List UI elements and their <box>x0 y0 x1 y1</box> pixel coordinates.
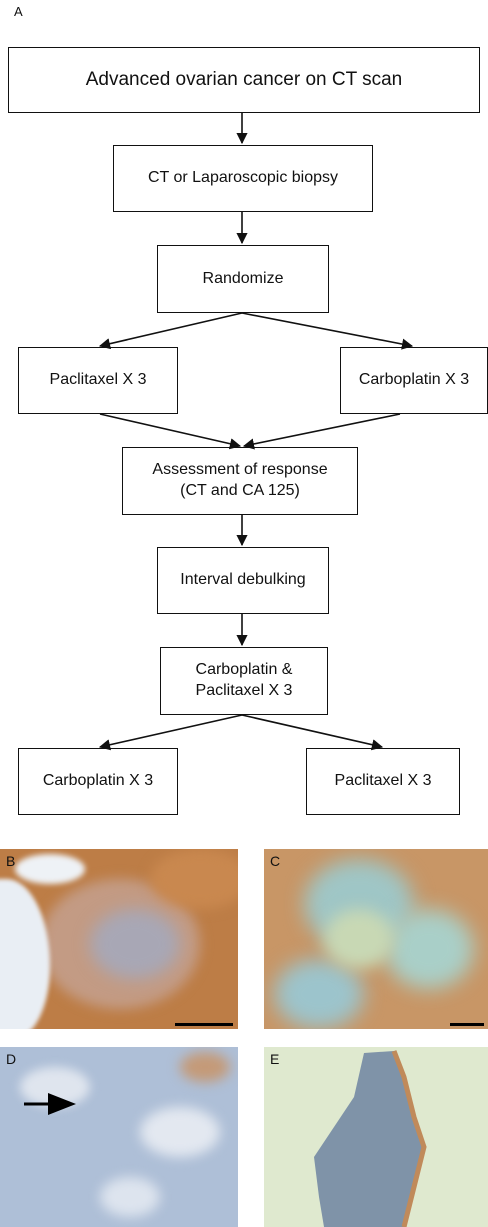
scale-bar <box>450 1023 484 1026</box>
flowchart-arrows <box>98 113 414 751</box>
box-paclitaxel-arm: Paclitaxel X 3 <box>18 347 178 414</box>
tissue-region <box>150 849 238 909</box>
tissue-region <box>274 959 364 1029</box>
box-paclitaxel-arm-text: Paclitaxel X 3 <box>49 371 147 389</box>
box-combination-text: Carboplatin & Paclitaxel X 3 <box>195 661 293 699</box>
panel-label-c: C <box>270 853 281 869</box>
panel-label-d: D <box>6 1051 17 1067</box>
box-carboplatin-arm: Carboplatin X 3 <box>340 347 488 414</box>
box-advanced-ovarian-cancer: Advanced ovarian cancer on CT scan <box>8 47 480 113</box>
tissue-fragment <box>314 1050 427 1227</box>
micrograph-b: B <box>0 849 238 1029</box>
arrow-pointer-head <box>48 1093 76 1115</box>
box-assessment: Assessment of response (CT and CA 125) <box>122 447 358 515</box>
micrograph-e: E <box>264 1047 488 1227</box>
box-biopsy: CT or Laparoscopic biopsy <box>113 145 373 212</box>
box-carboplatin-final: Carboplatin X 3 <box>18 748 178 815</box>
arrow-randomize-to-paclitaxel <box>98 312 243 350</box>
arrow-pointer <box>24 1093 76 1115</box>
lumen-space <box>0 879 50 1029</box>
panel-label-b: B <box>6 853 16 869</box>
box-paclitaxel-final: Paclitaxel X 3 <box>306 748 460 815</box>
scale-bar <box>175 1023 233 1026</box>
tissue-region <box>180 1052 230 1082</box>
box-randomize-text: Randomize <box>202 269 284 287</box>
arrow-combination-to-carboplatin <box>98 714 243 751</box>
micrograph-c: C <box>264 849 488 1029</box>
arrow-carboplatin-to-assessment <box>242 413 401 450</box>
box-biopsy-text: CT or Laparoscopic biopsy <box>147 169 339 187</box>
micrograph-d: D <box>0 1047 238 1227</box>
tissue-region <box>140 1107 220 1157</box>
arrow-randomize-to-carboplatin <box>241 312 414 350</box>
lumen-space <box>15 854 85 884</box>
tissue-region <box>90 909 180 979</box>
panel-label-e: E <box>270 1051 280 1067</box>
box-advanced-ovarian-cancer-text: Advanced ovarian cancer on CT scan <box>85 68 403 90</box>
panel-label-a: A <box>14 4 23 19</box>
box-paclitaxel-final-text: Paclitaxel X 3 <box>334 772 432 790</box>
box-carboplatin-arm-text: Carboplatin X 3 <box>358 371 470 389</box>
box-carboplatin-final-text: Carboplatin X 3 <box>42 772 154 790</box>
tissue-region <box>100 1177 160 1217</box>
box-assessment-text: Assessment of response (CT and CA 125) <box>152 461 328 499</box>
tissue-region <box>384 909 474 989</box>
box-interval-debulking-text: Interval debulking <box>180 571 306 589</box>
box-randomize: Randomize <box>157 245 329 313</box>
box-interval-debulking: Interval debulking <box>157 547 329 614</box>
arrow-paclitaxel-to-assessment <box>99 413 242 450</box>
box-combination: Carboplatin & Paclitaxel X 3 <box>160 647 328 715</box>
arrow-combination-to-paclitaxel <box>241 714 384 751</box>
tissue-region <box>324 909 394 969</box>
